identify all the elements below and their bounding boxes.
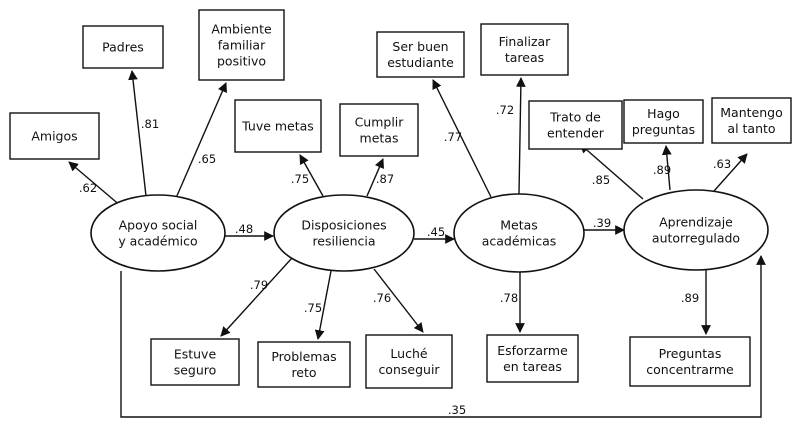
- edges: [68, 70, 766, 418]
- aprend-to-trato-arrow: [579, 143, 644, 200]
- luche-label-line: Luché: [390, 346, 427, 361]
- metas-to-esforzarme-coefficient: .78: [500, 291, 518, 305]
- disp-to-luche-coefficient: .76: [373, 291, 391, 305]
- ambiente-label-line: positivo: [217, 54, 266, 69]
- esforzarme-label-line: Esforzarme: [497, 343, 568, 358]
- ambiente-label-line: Ambiente: [211, 22, 272, 37]
- disp-to-problemas-arrow: [314, 270, 332, 340]
- indicator-luche-box: [365, 334, 453, 389]
- disp-to-luche-arrow: [373, 268, 424, 333]
- indicator-ser-buen-box: [376, 31, 465, 78]
- finalizar-label-line: Finalizar: [499, 34, 552, 49]
- problemas-label-line: Problemas: [271, 349, 336, 364]
- disp-to-estuve-coefficient: .79: [250, 278, 268, 292]
- amigos-label-line: Amigos: [31, 129, 77, 144]
- indicator-preguntas-conc-box: [629, 336, 751, 387]
- indicator-hago-box: [623, 99, 704, 144]
- mantengo-label-line: Mantengo: [720, 105, 782, 120]
- aprend-to-hago-coefficient: .89: [653, 163, 671, 177]
- indicator-mantengo-box: [711, 97, 792, 144]
- apoyo-to-disposiciones-coefficient: .48: [235, 222, 253, 236]
- indicator-finalizar-box: [480, 23, 569, 76]
- nodes: [9, 9, 792, 389]
- trato-label-line: entender: [547, 126, 605, 141]
- apoyo-to-aprendizaje-arrow: [120, 255, 766, 418]
- disposiciones-label-line: Disposiciones: [301, 218, 386, 233]
- latent-aprendizaje-ellipse: [623, 189, 769, 271]
- metas-label-line: Metas: [500, 218, 538, 233]
- latent-apoyo-ellipse: [90, 194, 226, 272]
- cumplir-metas-label-line: metas: [360, 131, 399, 146]
- metas-to-aprendizaje-coefficient: .39: [593, 216, 611, 230]
- ambiente-label-line: familiar: [218, 38, 266, 53]
- ser-buen-label-line: Ser buen: [392, 39, 448, 54]
- indicator-esforzarme-box: [486, 334, 579, 383]
- indicator-estuve-box: [150, 338, 240, 386]
- disp-to-estuve-arrow: [220, 257, 293, 337]
- hago-label-line: Hago: [647, 106, 680, 121]
- metas-label-line: académicas: [482, 234, 557, 249]
- estuve-label-line: Estuve: [174, 347, 217, 362]
- disp-to-tuve-metas-arrow: [299, 154, 324, 197]
- apoyo-to-ambiente-coefficient: .65: [198, 152, 216, 166]
- luche-label-line: conseguir: [378, 362, 440, 377]
- apoyo-label-line: y académico: [118, 234, 197, 249]
- preguntas-conc-label-line: concentrarme: [646, 362, 734, 377]
- indicator-padres-box: [82, 25, 164, 69]
- indicator-amigos-box: [9, 112, 100, 160]
- aprend-to-trato-coefficient: .85: [592, 173, 610, 187]
- metas-to-ser-buen-arrow: [432, 79, 492, 198]
- apoyo-to-padres-arrow: [128, 70, 147, 197]
- latent-disposiciones-ellipse: [273, 194, 415, 272]
- indicator-ambiente-box: [198, 9, 285, 81]
- disp-to-cumplir-metas-coefficient: .87: [376, 172, 394, 186]
- disp-to-problemas-coefficient: .75: [304, 301, 322, 315]
- estuve-label-line: seguro: [174, 363, 217, 378]
- trato-label-line: Trato de: [549, 110, 601, 125]
- metas-to-ser-buen-coefficient: .77: [444, 130, 462, 144]
- tuve-metas-label-line: Tuve metas: [241, 119, 314, 134]
- preguntas-conc-label-line: Preguntas: [659, 346, 722, 361]
- aprendizaje-label-line: autorregulado: [652, 231, 740, 246]
- apoyo-to-padres-coefficient: .81: [141, 117, 159, 131]
- padres-label-line: Padres: [102, 40, 144, 55]
- ser-buen-label-line: estudiante: [387, 55, 454, 70]
- indicator-problemas-box: [257, 341, 351, 388]
- aprendizaje-label-line: Aprendizaje: [659, 215, 733, 230]
- disp-to-tuve-metas-coefficient: .75: [291, 172, 309, 186]
- aprend-to-hago-arrow: [661, 145, 672, 191]
- apoyo-to-amigos-arrow: [68, 161, 123, 208]
- latent-metas-ellipse: [453, 193, 585, 273]
- indicator-tuve-metas-box: [234, 99, 322, 153]
- esforzarme-label-line: en tareas: [503, 359, 562, 374]
- aprend-to-mantengo-coefficient: .63: [713, 157, 731, 171]
- metas-to-finalizar-coefficient: .72: [496, 103, 514, 117]
- problemas-label-line: reto: [291, 365, 316, 380]
- aprend-to-preguntas-coefficient: .89: [681, 291, 699, 305]
- aprend-to-mantengo-arrow: [713, 153, 748, 192]
- finalizar-label-line: tareas: [505, 50, 544, 65]
- apoyo-to-aprendizaje-coefficient: .35: [448, 403, 466, 417]
- apoyo-label-line: Apoyo social: [119, 218, 198, 233]
- disp-to-cumplir-metas-arrow: [366, 158, 384, 197]
- metas-to-finalizar-arrow: [515, 77, 526, 195]
- mantengo-label-line: al tanto: [727, 121, 775, 136]
- apoyo-to-ambiente-arrow: [175, 82, 227, 199]
- indicator-trato-box: [528, 100, 623, 150]
- hago-label-line: preguntas: [632, 122, 695, 137]
- cumplir-metas-label-line: Cumplir: [355, 115, 405, 130]
- disp-to-metas-coefficient: .45: [427, 225, 445, 239]
- apoyo-to-amigos-coefficient: .62: [79, 181, 97, 195]
- disposiciones-label-line: resiliencia: [312, 234, 375, 249]
- indicator-cumplir-metas-box: [339, 103, 419, 157]
